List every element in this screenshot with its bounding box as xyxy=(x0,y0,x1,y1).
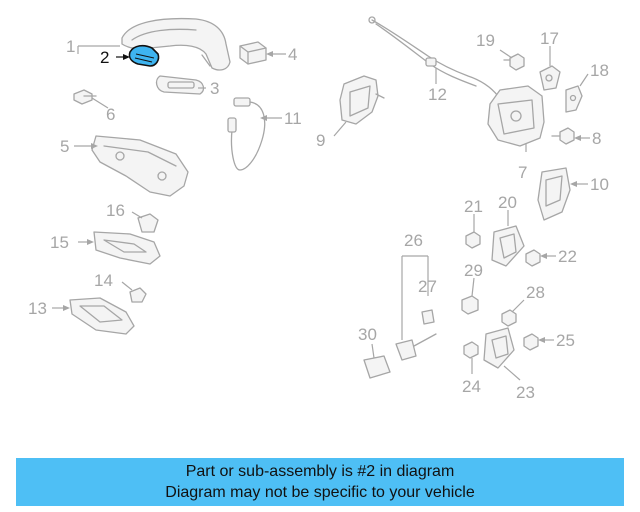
part-19-bolt xyxy=(503,53,525,71)
part-13-bezel xyxy=(69,297,135,335)
leader-16 xyxy=(131,211,143,219)
leader-30 xyxy=(371,343,375,359)
leader-29 xyxy=(471,277,475,297)
callout-20: 20 xyxy=(498,193,517,212)
callout-2: 2 xyxy=(100,48,109,67)
part-9-bracket xyxy=(339,75,385,125)
callout-18: 18 xyxy=(590,61,609,80)
part-20-hinge xyxy=(491,225,525,267)
part-5-handle-frame xyxy=(91,135,189,197)
leader-18 xyxy=(579,73,589,87)
part-4-block xyxy=(239,41,267,65)
callout-30: 30 xyxy=(358,325,377,344)
part-29-bolt xyxy=(461,295,479,315)
callout-29: 29 xyxy=(464,261,483,280)
callout-6: 6 xyxy=(106,105,115,124)
callout-23: 23 xyxy=(516,383,535,402)
part-25-bolt xyxy=(523,333,539,351)
callout-19: 19 xyxy=(476,31,495,50)
callout-16: 16 xyxy=(106,201,125,220)
callout-27: 27 xyxy=(418,277,437,296)
callout-9: 9 xyxy=(316,131,325,150)
part-3-gasket xyxy=(155,75,205,95)
callout-3: 3 xyxy=(210,79,219,98)
part-2-handle-cap xyxy=(128,44,160,67)
part-23-hinge xyxy=(483,327,515,369)
callout-15: 15 xyxy=(50,233,69,252)
part-15-interior-handle xyxy=(93,231,161,265)
leader-23 xyxy=(503,365,521,381)
leader-9 xyxy=(333,121,347,137)
callout-10: 10 xyxy=(590,175,609,194)
callout-7: 7 xyxy=(518,163,527,182)
part-30-block xyxy=(363,355,391,379)
part-22-bolt xyxy=(525,249,541,267)
part-27-clip xyxy=(421,309,435,325)
part-11-cable xyxy=(227,97,266,171)
callout-26: 26 xyxy=(404,231,423,250)
callout-24: 24 xyxy=(462,377,481,396)
callout-17: 17 xyxy=(540,29,559,48)
part-14-clip xyxy=(129,287,147,303)
part-10-bracket xyxy=(537,167,571,221)
callout-28: 28 xyxy=(526,283,545,302)
callout-13: 13 xyxy=(28,299,47,318)
parts-diagram: 1 2 3 4 5 6 11 xyxy=(28,16,609,402)
part-24-bolt xyxy=(463,341,479,359)
leader-6 xyxy=(91,97,109,109)
part-12-rods xyxy=(368,16,499,97)
part-21-bolt xyxy=(465,231,481,249)
banner-line-part: Part or sub-assembly is #2 in diagram xyxy=(185,463,455,480)
callout-8: 8 xyxy=(592,129,601,148)
callout-5: 5 xyxy=(60,137,69,156)
part-8-screw xyxy=(551,127,575,145)
leader-28 xyxy=(511,299,525,313)
callout-25: 25 xyxy=(556,331,575,350)
part-26-rod-link xyxy=(395,333,437,361)
part-17-washer xyxy=(539,65,561,91)
part-16-clip xyxy=(137,213,159,233)
leader-14 xyxy=(121,281,133,291)
leader-19 xyxy=(499,49,513,59)
callout-4: 4 xyxy=(288,45,297,64)
info-banner: Part or sub-assembly is #2 in diagram Di… xyxy=(16,458,624,506)
callout-14: 14 xyxy=(94,271,113,290)
part-7-lock-actuator xyxy=(487,85,545,147)
part-6-bolt xyxy=(73,89,97,105)
callout-1: 1 xyxy=(66,37,75,56)
banner-line-disclaimer: Diagram may not be specific to your vehi… xyxy=(165,484,475,501)
leader-2-arrow xyxy=(123,54,130,60)
callout-12: 12 xyxy=(428,85,447,104)
callout-21: 21 xyxy=(464,197,483,216)
callout-22: 22 xyxy=(558,247,577,266)
callout-11: 11 xyxy=(284,109,302,128)
part-18-clip xyxy=(565,85,583,113)
part-28-bolt xyxy=(501,309,517,327)
